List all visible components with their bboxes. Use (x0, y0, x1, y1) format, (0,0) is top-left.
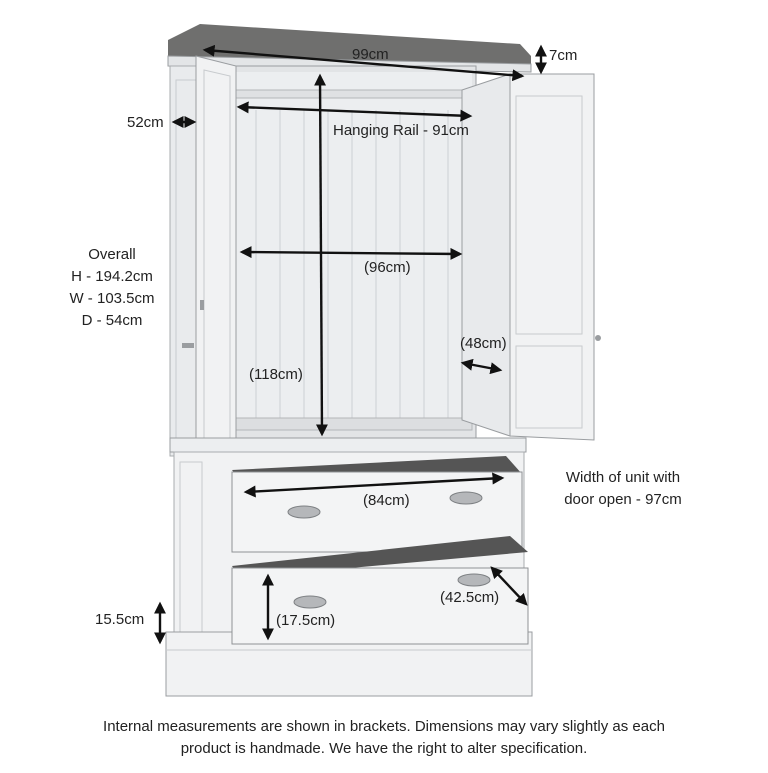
internal-depth-arrow (460, 358, 503, 375)
footer-line1: Internal measurements are shown in brack… (103, 718, 665, 735)
internal-height-label: (118cm) (249, 366, 303, 383)
width-top-label: 99cm (352, 46, 389, 63)
hanging-rail-label: Hanging Rail - 91cm (333, 122, 469, 139)
dimension-arrows (154, 44, 547, 645)
overall-depth: D - 54cm (81, 312, 143, 329)
door-open-note-line2: door open - 97cm (564, 491, 682, 508)
drawer-depth-arrow (490, 566, 528, 606)
drawer-width-label: (84cm) (363, 492, 410, 509)
overall-width: W - 103.5cm (69, 290, 155, 307)
hanging-rail-arrow (236, 101, 473, 122)
overall-height: H - 194.2cm (71, 268, 153, 285)
internal-width-arrow (239, 246, 463, 260)
internal-width-label: (96cm) (364, 259, 411, 276)
width-top-arrow (202, 44, 525, 82)
drawer-height-label: (17.5cm) (276, 612, 336, 629)
bottom-drawer (231, 536, 529, 645)
drawer-depth-label: (42.5cm) (440, 589, 500, 606)
footer-line2: product is handmade. We have the right t… (180, 740, 588, 757)
footer-note: Internal measurements are shown in brack… (30, 716, 738, 760)
depth-side-label: 52cm (127, 114, 164, 131)
internal-height-arrow (314, 73, 328, 437)
overall-title: Overall (88, 246, 136, 263)
door-open-note-line1: Width of unit with (565, 469, 681, 486)
door-open-note: Width of unit with door open - 97cm (548, 467, 698, 511)
right-door (461, 73, 601, 441)
drawer-width-arrow (243, 472, 505, 498)
cornice-height-label: 7cm (549, 47, 578, 64)
internal-depth-label: (48cm) (460, 335, 507, 352)
left-door (195, 55, 237, 459)
plinth-height-label: 15.5cm (95, 611, 145, 628)
overall-dimensions: Overall H - 194.2cm W - 103.5cm D - 54cm (58, 244, 166, 332)
